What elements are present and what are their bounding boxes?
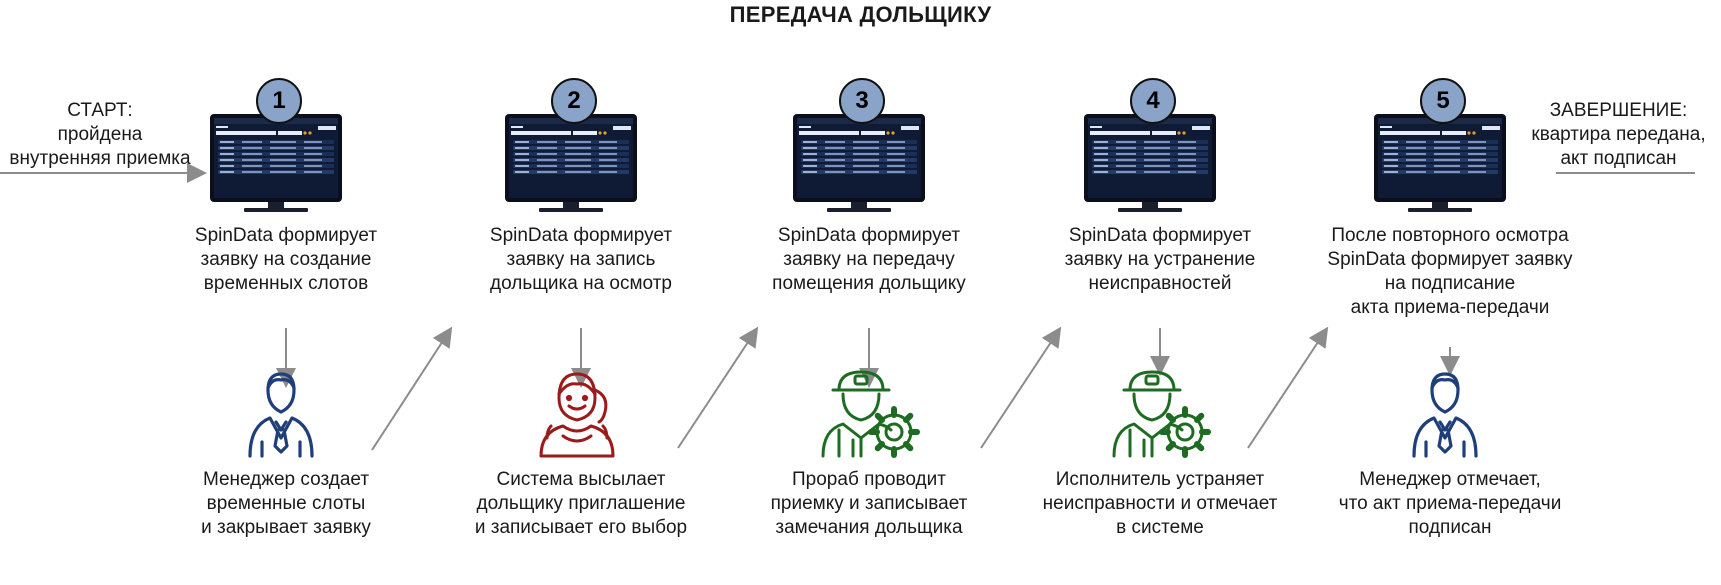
desc-line: неисправностей (1088, 273, 1232, 294)
start-label: СТАРТ: пройдена внутренняя приемка (0, 99, 200, 171)
foreman-gear-icon (821, 370, 920, 458)
desc-line: на подписание (1384, 273, 1516, 294)
finish-line: ЗАВЕРШЕНИЕ: (1549, 100, 1688, 121)
step-caption: Система высылает дольщику приглашение и … (431, 468, 731, 540)
caption-line: приемку и записывает (770, 493, 968, 514)
desc-line: SpinData формирует (194, 225, 378, 246)
desc-line: SpinData формирует (777, 225, 961, 246)
step-number-badge: 5 (1420, 78, 1466, 124)
step-description: После повторного осмотра SpinData формир… (1300, 224, 1600, 320)
desc-line: заявку на создание (200, 249, 372, 270)
finish-line: акт подписан (1560, 148, 1677, 169)
diag-arrow-3 (980, 326, 1062, 449)
caption-line: Менеджер создает (202, 469, 370, 490)
worker-gear-icon (1112, 370, 1211, 458)
step-description: SpinData формирует заявку на создание вр… (136, 224, 436, 296)
step-caption: Прораб проводит приемку и записывает зам… (719, 468, 1019, 540)
caption-line: и записывает его выбор (474, 517, 688, 538)
caption-line: в системе (1116, 517, 1204, 538)
step-caption: Менеджер отмечает, что акт приема-переда… (1300, 468, 1600, 540)
manager-icon (1412, 372, 1478, 458)
diag-arrow-2 (677, 326, 759, 449)
step-description: SpinData формирует заявку на устранение … (1010, 224, 1310, 296)
desc-line: заявку на запись (506, 249, 656, 270)
desc-line: помещения дольщику (772, 273, 966, 294)
desc-line: временных слотов (203, 273, 369, 294)
caption-line: что акт приема-передачи (1338, 493, 1562, 514)
step-number-badge: 4 (1130, 78, 1176, 124)
caption-line: Система высылает (496, 469, 666, 490)
step-description: SpinData формирует заявку на запись доль… (431, 224, 731, 296)
desc-line: дольщика на осмотр (490, 273, 672, 294)
caption-line: дольщику приглашение (476, 493, 686, 514)
desc-line: акта приема-передачи (1350, 297, 1550, 318)
desc-line: SpinData формирует (1068, 225, 1252, 246)
step-description: SpinData формирует заявку на передачу по… (719, 224, 1019, 296)
finish-label: ЗАВЕРШЕНИЕ: квартира передана, акт подпи… (1516, 99, 1721, 171)
diagram-title: ПЕРЕДАЧА ДОЛЬЩИКУ (729, 2, 992, 27)
finish-line: квартира передана, (1531, 124, 1706, 145)
step-number-badge: 2 (551, 78, 597, 124)
caption-line: Прораб проводит (792, 469, 946, 490)
desc-line: SpinData формирует заявку (1327, 249, 1573, 270)
caption-line: замечания дольщика (775, 517, 963, 538)
desc-line: После повторного осмотра (1331, 225, 1569, 246)
monitor-icon (210, 114, 342, 212)
step-number-badge: 1 (256, 78, 302, 124)
step-number-badge: 3 (839, 78, 885, 124)
woman-operator-icon (539, 372, 615, 458)
diag-arrow-1 (371, 326, 453, 451)
caption-line: и закрывает заявку (201, 517, 371, 538)
step-caption: Исполнитель устраняет неисправности и от… (1010, 468, 1310, 540)
caption-line: Исполнитель устраняет (1055, 469, 1265, 490)
caption-line: временные слоты (206, 493, 366, 514)
start-line: пройдена (57, 124, 143, 145)
desc-line: SpinData формирует (489, 225, 673, 246)
caption-line: подписан (1408, 517, 1492, 538)
caption-line: Менеджер отмечает, (1359, 469, 1541, 490)
desc-line: заявку на передачу (783, 249, 955, 270)
monitor-icon (505, 114, 637, 212)
caption-line: неисправности и отмечает (1042, 493, 1278, 514)
step-caption: Менеджер создает временные слоты и закры… (136, 468, 436, 540)
diag-arrow-4 (1247, 326, 1329, 449)
start-line: СТАРТ: (67, 100, 133, 121)
desc-line: заявку на устранение (1064, 249, 1256, 270)
start-line: внутренняя приемка (9, 148, 191, 169)
manager-icon (248, 372, 314, 458)
